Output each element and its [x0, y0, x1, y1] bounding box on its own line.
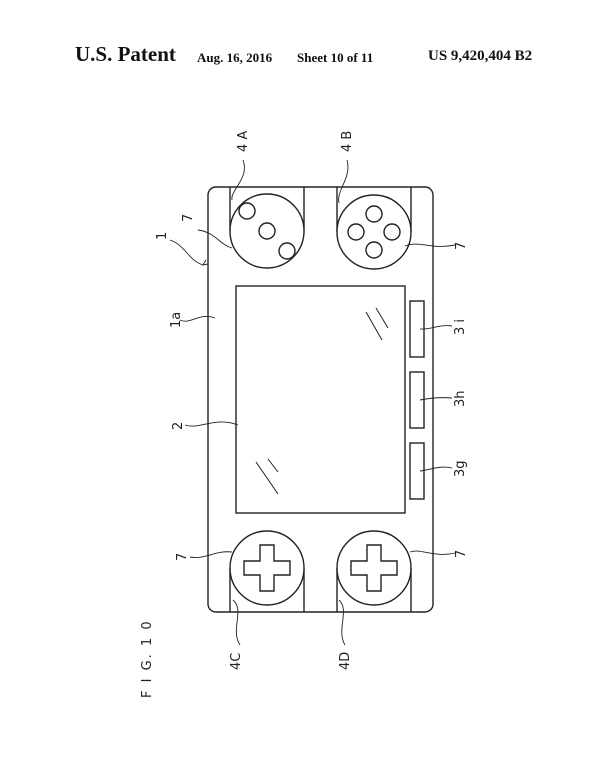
sheet-number: Sheet 10 of 11	[297, 50, 374, 65]
button-3g	[409, 442, 425, 500]
label-4b: 4 B	[340, 131, 355, 152]
label-1: 1	[155, 232, 170, 240]
display-screen	[235, 285, 406, 514]
patent-number: US 9,420,404 B2	[428, 48, 533, 64]
label-7-top-left: 7	[181, 214, 196, 222]
label-7-top-right: 7	[454, 242, 469, 250]
label-7-bottom-right: 7	[454, 550, 469, 558]
label-4a: 4 A	[236, 131, 251, 152]
label-3i: 3 i	[453, 319, 468, 335]
operation-unit-4d	[336, 530, 412, 606]
operation-unit-4a	[229, 193, 305, 269]
label-4d: 4D	[338, 652, 353, 670]
operation-unit-4c	[229, 530, 305, 606]
button-3h	[409, 371, 425, 429]
label-3g: 3g	[453, 460, 468, 477]
operation-unit-4b	[336, 194, 412, 270]
label-3h: 3h	[453, 390, 468, 407]
figure-caption: F I G. 1 0	[140, 619, 155, 698]
label-7-bottom-left: 7	[175, 553, 190, 561]
label-4c: 4C	[229, 653, 244, 670]
device-housing	[207, 186, 434, 613]
label-2: 2	[171, 422, 186, 430]
label-1a: 1a	[169, 312, 184, 328]
patent-title: U.S. Patent	[75, 42, 176, 66]
patent-date: Aug. 16, 2016	[197, 50, 273, 65]
